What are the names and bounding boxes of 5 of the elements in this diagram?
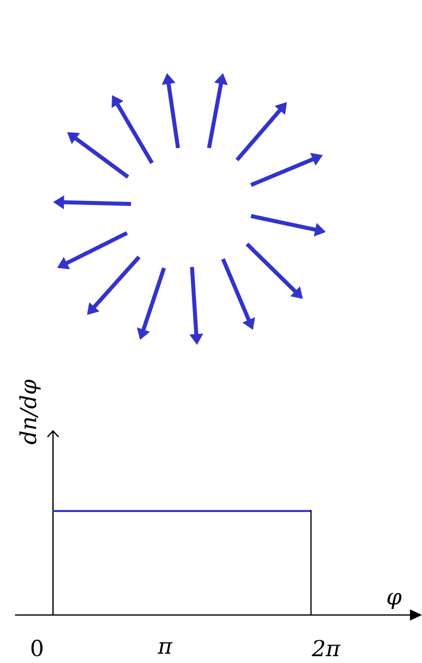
axis-label: φ	[387, 592, 402, 610]
tick-label: 0	[31, 640, 43, 656]
tick-label: 2π	[312, 640, 341, 656]
tick-label: π	[158, 642, 173, 654]
axis-label: dn/dφ	[19, 380, 41, 444]
